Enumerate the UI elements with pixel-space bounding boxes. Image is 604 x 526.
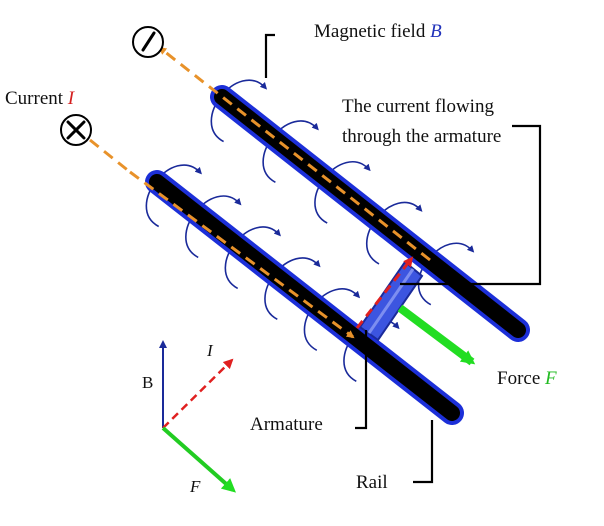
rail-label: Rail xyxy=(356,472,388,493)
force-arrow xyxy=(397,304,476,366)
armature-label: Armature xyxy=(250,414,323,435)
armature-current-label-line1: The current flowing xyxy=(342,96,494,117)
svg-text:Force F: Force F xyxy=(497,368,557,389)
current-flow-arrows xyxy=(89,46,431,339)
circled-dot-icon xyxy=(132,26,164,58)
svg-text:Magnetic field B: Magnetic field B xyxy=(314,21,442,42)
armature-current-label-line2: through the armature xyxy=(342,126,501,147)
armature-bar xyxy=(358,260,424,342)
axes-inset xyxy=(159,340,236,493)
axis-b-label: B xyxy=(142,373,153,392)
current-label: Current xyxy=(5,88,64,109)
force-symbol: F xyxy=(544,368,557,389)
current-symbol: I xyxy=(67,88,76,109)
leader-lines xyxy=(264,33,542,484)
force-label: Force xyxy=(497,368,540,389)
axis-f-label: F xyxy=(189,477,201,496)
axis-i-label: I xyxy=(206,341,214,360)
svg-text:Current I: Current I xyxy=(5,88,76,109)
magnetic-field-symbol: B xyxy=(430,21,442,42)
magnetic-field-label: Magnetic field xyxy=(314,21,426,42)
lower-rail xyxy=(145,170,464,425)
circled-cross-icon xyxy=(60,114,92,146)
